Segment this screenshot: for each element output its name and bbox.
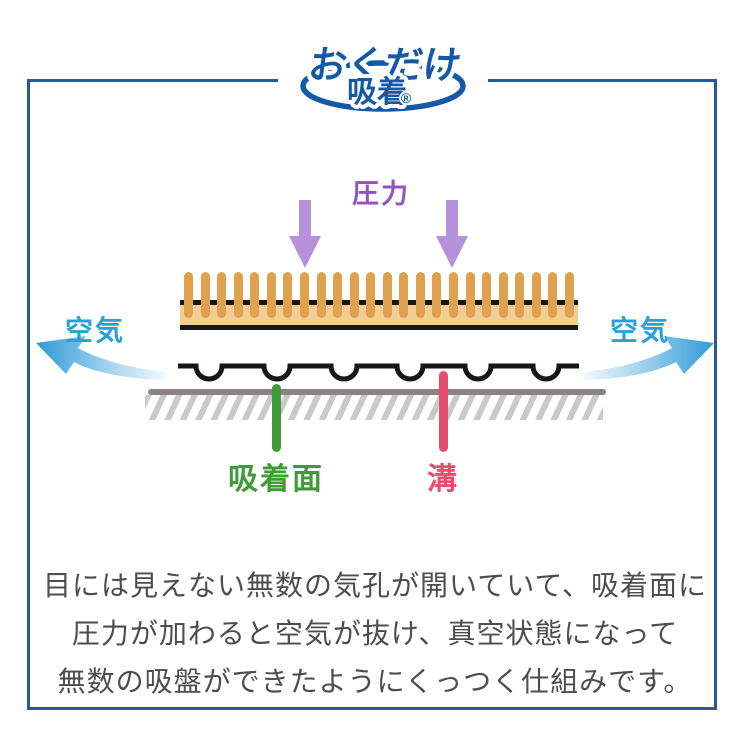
carpet-bristle	[465, 272, 475, 318]
description-line-3: 無数の吸盤ができたようにくっつく仕組みです。	[57, 666, 693, 697]
carpet-bristle	[515, 272, 525, 318]
suction-surface-label: 吸着面	[228, 463, 324, 496]
carpet-pile	[180, 272, 578, 318]
carpet-backing	[180, 305, 578, 325]
pressure-label: 圧力	[352, 179, 410, 209]
carpet-base-line-top	[180, 300, 578, 305]
carpet-bristle	[399, 272, 409, 318]
carpet-bristle	[349, 272, 359, 318]
carpet-bristle	[531, 272, 541, 318]
carpet-bristle	[200, 272, 210, 318]
carpet-bristle	[498, 272, 508, 318]
air-flow-arrow-right-icon	[584, 336, 714, 380]
suction-layer-profile	[178, 363, 579, 382]
pressure-arrow-right-icon	[436, 200, 468, 268]
carpet-cross-section	[180, 272, 578, 330]
carpet-base-line-bottom	[180, 325, 578, 330]
floor-hatching	[145, 395, 603, 420]
carpet-bristle	[184, 272, 193, 318]
brand-logo-text-top: おくだけ	[306, 44, 464, 87]
brand-logo: おくだけ 吸着 ®	[278, 22, 488, 124]
description-text: 目には見えない無数の気孔が開いていて、吸着面に 圧力が加わると空気が抜け、真空状…	[42, 562, 708, 706]
description-line-1: 目には見えない無数の気孔が開いていて、吸着面に	[43, 570, 707, 601]
registered-mark: ®	[401, 90, 412, 106]
carpet-bristle	[316, 272, 326, 318]
brand-logo-text-bottom: 吸着	[347, 75, 407, 109]
carpet-bristle	[333, 272, 343, 318]
carpet-bristle	[415, 272, 425, 318]
air-flow-arrow-left-icon	[36, 336, 166, 380]
carpet-bristle	[482, 272, 492, 318]
floor-line	[148, 389, 606, 395]
description-line-2: 圧力が加わると空気が抜け、真空状態になって	[71, 618, 679, 649]
carpet-bristle	[217, 272, 227, 318]
carpet-bristle	[299, 272, 309, 318]
air-label-right: 空気	[609, 315, 670, 346]
carpet-bristle	[283, 272, 293, 318]
carpet-bristle	[266, 272, 276, 318]
carpet-bristle	[233, 272, 243, 318]
carpet-bristle	[366, 272, 376, 318]
carpet-bristle	[565, 272, 574, 318]
groove-pointer	[439, 371, 448, 452]
logo-oval	[300, 60, 466, 112]
groove-label: 溝	[427, 463, 459, 496]
pressure-arrow-left-icon	[289, 200, 321, 268]
carpet-bristle	[449, 272, 459, 318]
carpet-bristle	[432, 272, 442, 318]
carpet-bristle	[382, 272, 392, 318]
suction-surface-pointer	[272, 384, 281, 452]
carpet-bristle	[250, 272, 260, 318]
carpet-bristle	[548, 272, 558, 318]
